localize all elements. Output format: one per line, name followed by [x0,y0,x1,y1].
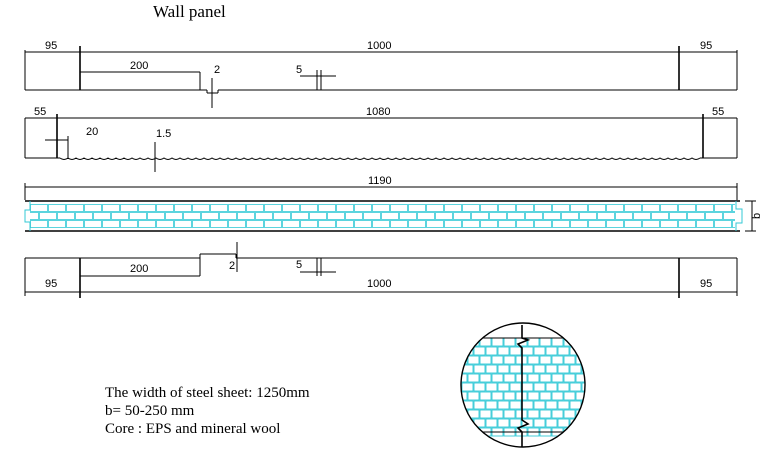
dim-sheet-center: 1080 [366,106,390,118]
dim-sheet-left: 55 [34,106,46,118]
top-profile-section [24,46,738,108]
dim-panel-width: 1190 [368,175,392,187]
note-thickness-range: b= 50-250 mm [105,403,195,419]
dim-top-rib-depth: 2 [214,64,220,76]
joint-detail-circle [460,322,586,448]
dim-bottom-center: 1000 [367,278,391,290]
dim-top-rib: 200 [130,60,148,72]
dim-top-right: 95 [700,40,712,52]
note-core-material: Core : EPS and mineral wool [105,421,281,437]
spec-notes: The width of steel sheet: 1250mm b= 50-2… [105,384,310,438]
dim-sheet-offset: 20 [86,126,98,138]
dim-panel-thickness: b [751,213,763,219]
bottom-profile-section [24,242,738,298]
dim-top-center: 1000 [367,40,391,52]
dim-bottom-rib-depth: 2 [229,260,235,272]
sheet-profile-section [24,114,738,172]
dim-bottom-left: 95 [45,278,57,290]
dim-top-small: 5 [296,64,302,76]
panel-cross-section [24,183,756,232]
note-steel-width: The width of steel sheet: 1250mm [105,385,310,401]
dim-bottom-rib: 200 [130,263,148,275]
dim-bottom-small: 5 [296,259,302,271]
dim-top-left: 95 [45,40,57,52]
dim-bottom-right: 95 [700,278,712,290]
dim-sheet-right: 55 [712,106,724,118]
drawing-title: Wall panel [153,2,226,21]
dim-sheet-wave: 1.5 [156,128,171,140]
